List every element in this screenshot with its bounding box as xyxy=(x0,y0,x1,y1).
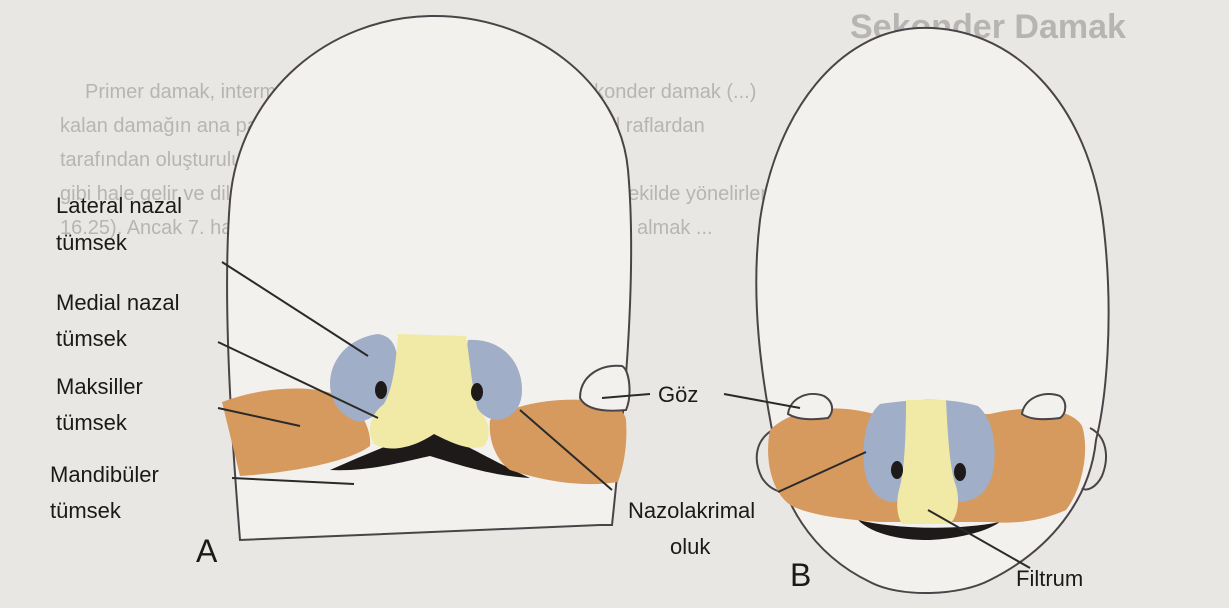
panel-b-nostril-right xyxy=(954,463,966,481)
panel-a-nostril-right xyxy=(471,383,483,401)
label-mandibular: Mandibüler tümsek xyxy=(50,462,165,523)
panel-b-nostril-left xyxy=(891,461,903,479)
label-nasolacrimal: Nazolakrimal oluk xyxy=(628,498,761,559)
label-maxillary: Maksiller tümsek xyxy=(56,374,149,435)
panel-b-letter: B xyxy=(790,557,811,593)
label-philtrum: Filtrum xyxy=(1016,566,1083,591)
panel-b: Filtrum B xyxy=(724,28,1109,593)
panel-a-nostril-left xyxy=(375,381,387,399)
label-eye: Göz xyxy=(658,382,698,407)
label-medial-nasal: Medial nazal tümsek xyxy=(56,290,186,351)
panel-a-letter: A xyxy=(196,533,218,569)
